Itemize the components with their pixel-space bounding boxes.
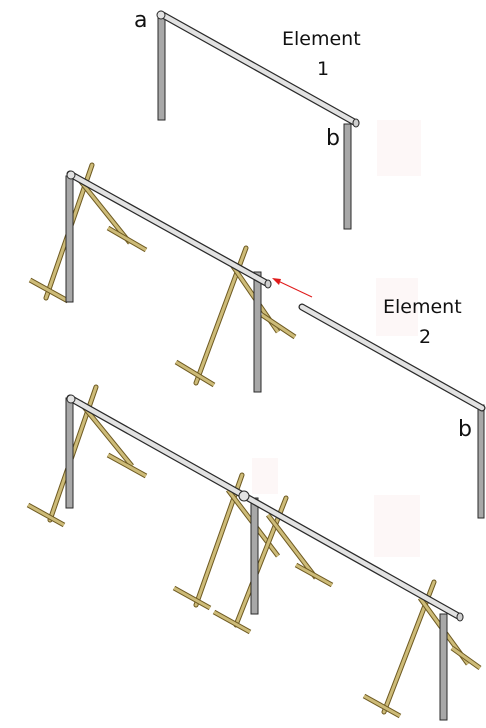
element2-number: 2 <box>419 326 431 348</box>
faint-patch <box>252 458 278 494</box>
label-a: a <box>134 8 147 33</box>
element1-title: Element <box>282 28 361 50</box>
pipe-end <box>456 612 464 622</box>
post <box>250 497 259 615</box>
element2-title: Element <box>383 296 462 318</box>
wood-foot <box>175 360 215 387</box>
wood-foot <box>29 278 69 303</box>
top-pipe <box>158 11 359 126</box>
wood-leg <box>234 496 288 627</box>
element1-number: 1 <box>317 58 329 80</box>
middle-assembly <box>28 162 313 393</box>
pipe <box>67 395 463 620</box>
joint-a <box>156 10 166 20</box>
post-left <box>157 15 166 121</box>
wood-foot <box>173 586 211 610</box>
element-2 <box>298 303 486 519</box>
pipe-coupler <box>238 490 250 502</box>
pipe-joint <box>66 394 76 404</box>
post-right <box>343 123 352 230</box>
wood-foot <box>295 563 333 587</box>
wood-brace <box>266 514 318 579</box>
element-1 <box>156 10 360 230</box>
pipe-joint <box>66 170 76 180</box>
faint-patch <box>376 278 418 336</box>
faint-patch <box>377 120 421 176</box>
arrow-head <box>272 278 281 285</box>
post <box>65 397 74 509</box>
wood-foot <box>213 610 251 634</box>
wood-foot <box>27 503 65 527</box>
post <box>477 404 485 519</box>
wood-foot <box>261 313 296 339</box>
bottom-assembly <box>26 384 482 721</box>
pipe <box>67 171 271 287</box>
wood-foot <box>451 646 481 670</box>
label-b-mid: b <box>458 417 472 442</box>
post <box>439 613 448 721</box>
insertion-arrow <box>275 279 313 298</box>
wood-foot <box>107 453 147 478</box>
post <box>253 271 262 393</box>
wood-foot <box>107 226 147 252</box>
faint-patch <box>374 495 420 557</box>
pipe-end <box>264 279 272 289</box>
label-b-top: b <box>326 126 340 151</box>
wood-brace <box>76 177 132 244</box>
wood-brace <box>78 401 134 467</box>
joint-b <box>352 118 360 128</box>
pipe <box>299 304 485 411</box>
wood-foot <box>363 694 401 718</box>
post <box>65 175 74 303</box>
